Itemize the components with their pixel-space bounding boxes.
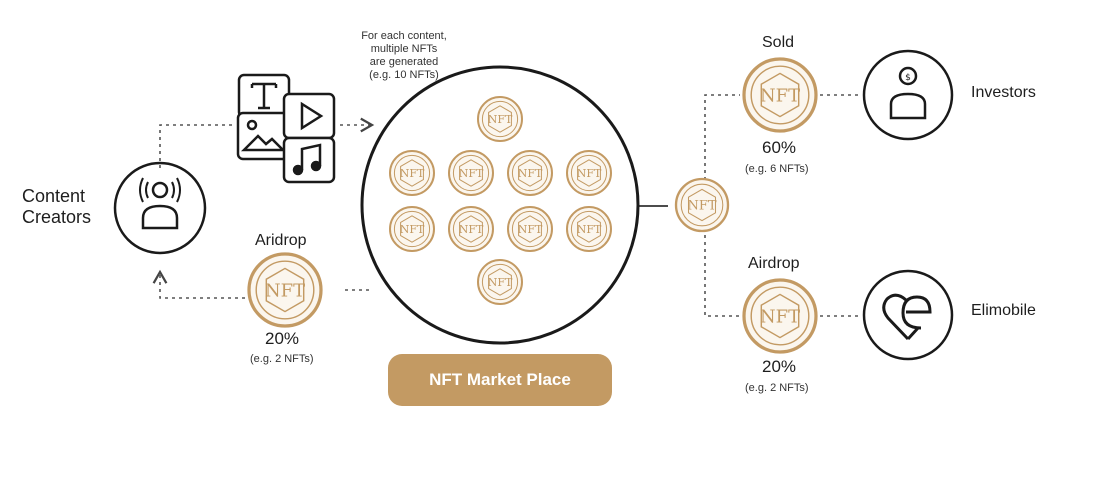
marketplace-nft-token-2-label: NFT: [400, 167, 425, 180]
sold-percent: 60%: [762, 138, 797, 157]
marketplace-nft-token-3-label: NFT: [459, 167, 484, 180]
broadcasting-person-icon: [113, 161, 207, 255]
distribution-hub-nft-token: NFT: [674, 177, 730, 233]
text-icon: [237, 73, 291, 119]
airdrop-to-creator-arrow: [152, 269, 245, 299]
marketplace-nft-token-6: NFT: [389, 206, 435, 252]
heart-e-logo-icon: [862, 269, 954, 361]
right-airdrop-percent: 20%: [762, 357, 797, 376]
video-play-icon: [282, 92, 336, 140]
note-line-3: are generated: [369, 56, 439, 68]
sold-example: (e.g. 6 NFTs): [745, 163, 809, 175]
marketplace-nft-token-5-label: NFT: [577, 167, 602, 180]
marketplace-nft-token-6-label: NFT: [400, 223, 425, 236]
sold-nft-token-label: NFT: [760, 85, 800, 106]
hub-to-sold-connector: [704, 94, 740, 180]
marketplace-nft-token-1-label: NFT: [488, 113, 513, 126]
nft-generation-note: For each content, multiple NFTs are gene…: [344, 30, 464, 82]
investor-coin-person-icon: $: [862, 49, 954, 141]
marketplace-nft-token-7: NFT: [448, 206, 494, 252]
left-airdrop-title: Aridrop: [255, 232, 307, 249]
marketplace-nft-token-8-label: NFT: [518, 223, 543, 236]
image-icon: [236, 111, 290, 161]
sold-nft-token: NFT: [742, 57, 818, 133]
marketplace-circle: [360, 65, 640, 345]
marketplace-nft-token-9: NFT: [566, 206, 612, 252]
creator-to-media-connector: [159, 124, 232, 168]
music-note-icon: [282, 136, 336, 184]
marketplace-nft-token-4-label: NFT: [518, 167, 543, 180]
connectors: [152, 94, 858, 317]
marketplace-nft-token-1: NFT: [477, 96, 523, 142]
marketplace-nft-token-10: NFT: [477, 259, 523, 305]
media-icon-cluster: [236, 73, 336, 184]
marketplace-nft-token-8: NFT: [507, 206, 553, 252]
marketplace-nft-token-3: NFT: [448, 150, 494, 196]
right-airdrop-title: Airdrop: [748, 255, 800, 272]
hub-to-airdrop-connector: [704, 235, 740, 317]
content-creators-line-1: Content: [22, 186, 86, 206]
right-airdrop-nft-token: NFT: [742, 278, 818, 354]
marketplace-nft-token-10-label: NFT: [488, 276, 513, 289]
note-line-2: multiple NFTs: [370, 43, 438, 55]
left-airdrop-nft-token-label: NFT: [265, 280, 305, 301]
note-line-4: (e.g. 10 NFTs): [369, 69, 439, 81]
left-airdrop-nft-token: NFT: [247, 252, 323, 328]
note-line-1: For each content,: [361, 30, 447, 42]
left-airdrop-percent: 20%: [265, 329, 300, 348]
investors-label: Investors: [971, 84, 1036, 101]
distribution-hub-nft-token-label: NFT: [687, 199, 716, 214]
left-airdrop-example: (e.g. 2 NFTs): [250, 353, 314, 365]
marketplace-nft-token-4: NFT: [507, 150, 553, 196]
nft-token-layer: NFT NFT NFT NFT NFT NFT NFT NFT NFT NFT NFT NFT NFT N…: [247, 57, 818, 354]
elimobile-label: Elimobile: [971, 302, 1036, 319]
marketplace-nft-token-5: NFT: [566, 150, 612, 196]
right-airdrop-example: (e.g. 2 NFTs): [745, 382, 809, 394]
content-creators-label: Content Creators: [22, 186, 91, 228]
marketplace-nft-token-2: NFT: [389, 150, 435, 196]
nft-marketplace-button[interactable]: NFT Market Place: [388, 354, 612, 406]
marketplace-nft-token-9-label: NFT: [577, 223, 602, 236]
marketplace-nft-token-7-label: NFT: [459, 223, 484, 236]
sold-title: Sold: [762, 34, 795, 51]
right-airdrop-nft-token-label: NFT: [760, 306, 800, 327]
svg-text:$: $: [905, 73, 911, 83]
content-creators-line-2: Creators: [22, 207, 92, 227]
